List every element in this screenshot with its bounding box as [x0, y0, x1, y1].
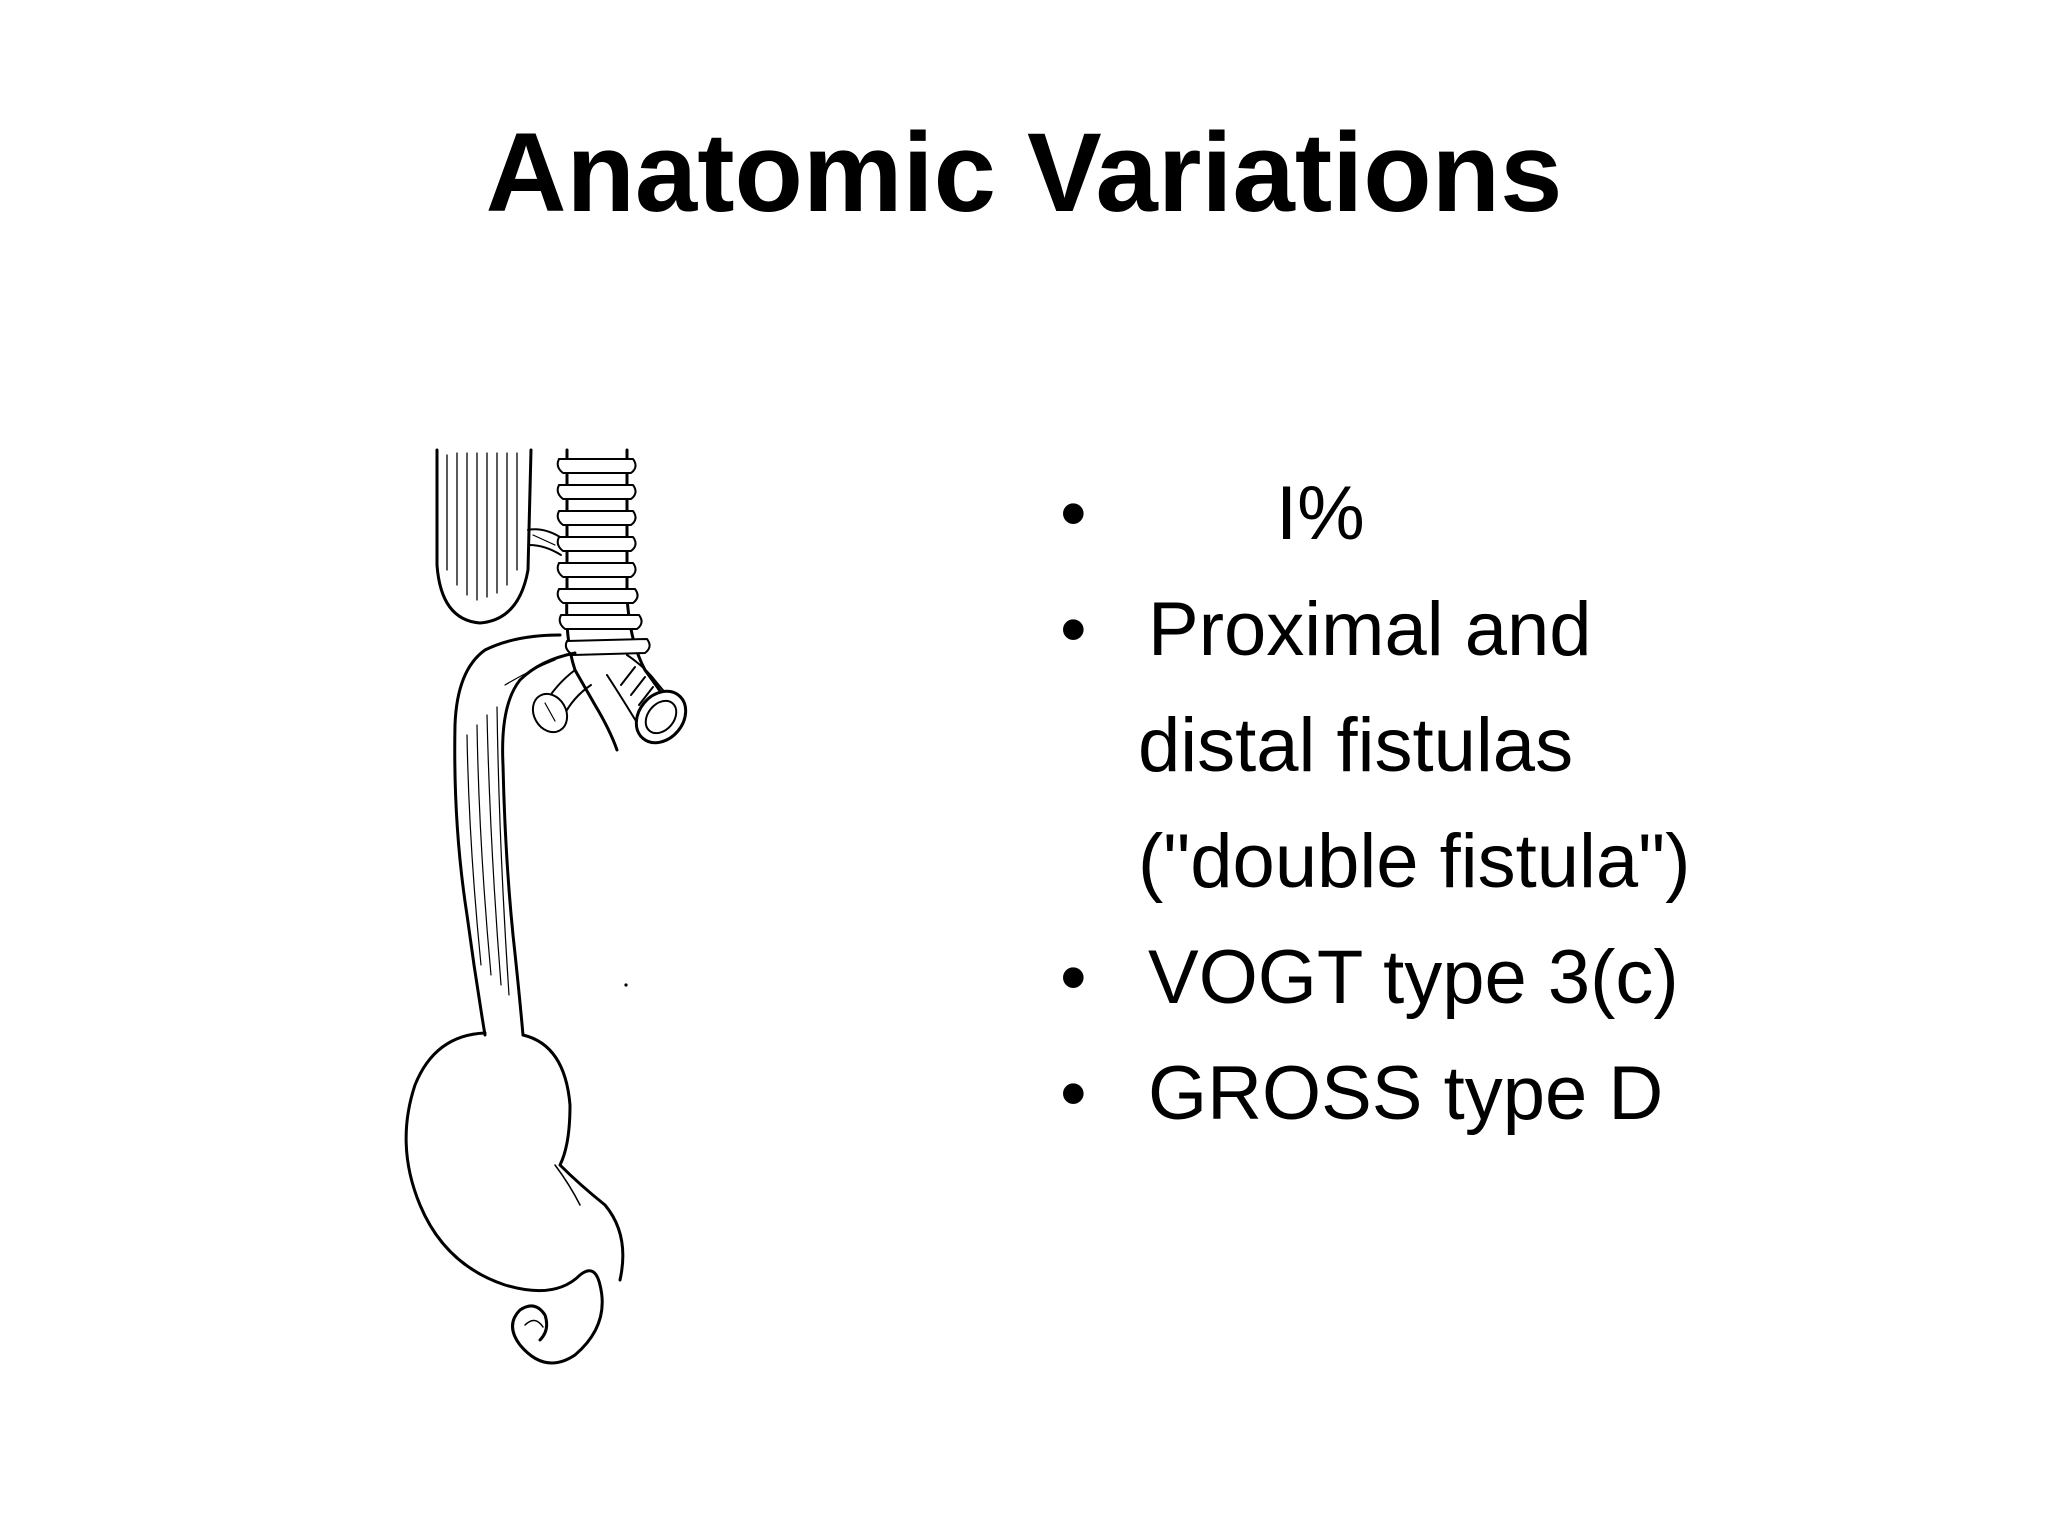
bullet-item-4: • GROSS type D [1060, 1036, 1960, 1152]
proximal-esophageal-pouch [435, 448, 533, 625]
bullet-marker: • [1060, 587, 1087, 672]
bullet-list: • I% • Proximal and distal fistulas ("do… [1060, 456, 1960, 1152]
stomach [404, 983, 628, 1365]
bullet-text: GROSS type D [1148, 1051, 1664, 1136]
bullet-text-continuation: ("double fistula") [1138, 819, 1691, 904]
bullet-text: I% [1276, 471, 1365, 556]
distal-esophagus [453, 633, 577, 1037]
bullet-text-continuation: distal fistulas [1138, 703, 1574, 788]
trachea [531, 448, 688, 752]
bullet-text: VOGT type 3(c) [1148, 935, 1679, 1020]
bullet-item-1: • I% [1060, 456, 1960, 572]
bullet-item-3: • VOGT type 3(c) [1060, 920, 1960, 1036]
proximal-fistula [527, 528, 562, 556]
bullet-text: Proximal and [1148, 587, 1592, 672]
bullet-marker: • [1060, 935, 1087, 1020]
bullet-marker: • [1060, 471, 1087, 556]
slide-title: Anatomic Variations [485, 110, 1563, 235]
bullet-marker: • [1060, 1051, 1087, 1136]
esophagus-fistula-illustration [404, 448, 688, 1365]
bullet-item-2: • Proximal and distal fistulas ("double … [1060, 572, 1960, 920]
